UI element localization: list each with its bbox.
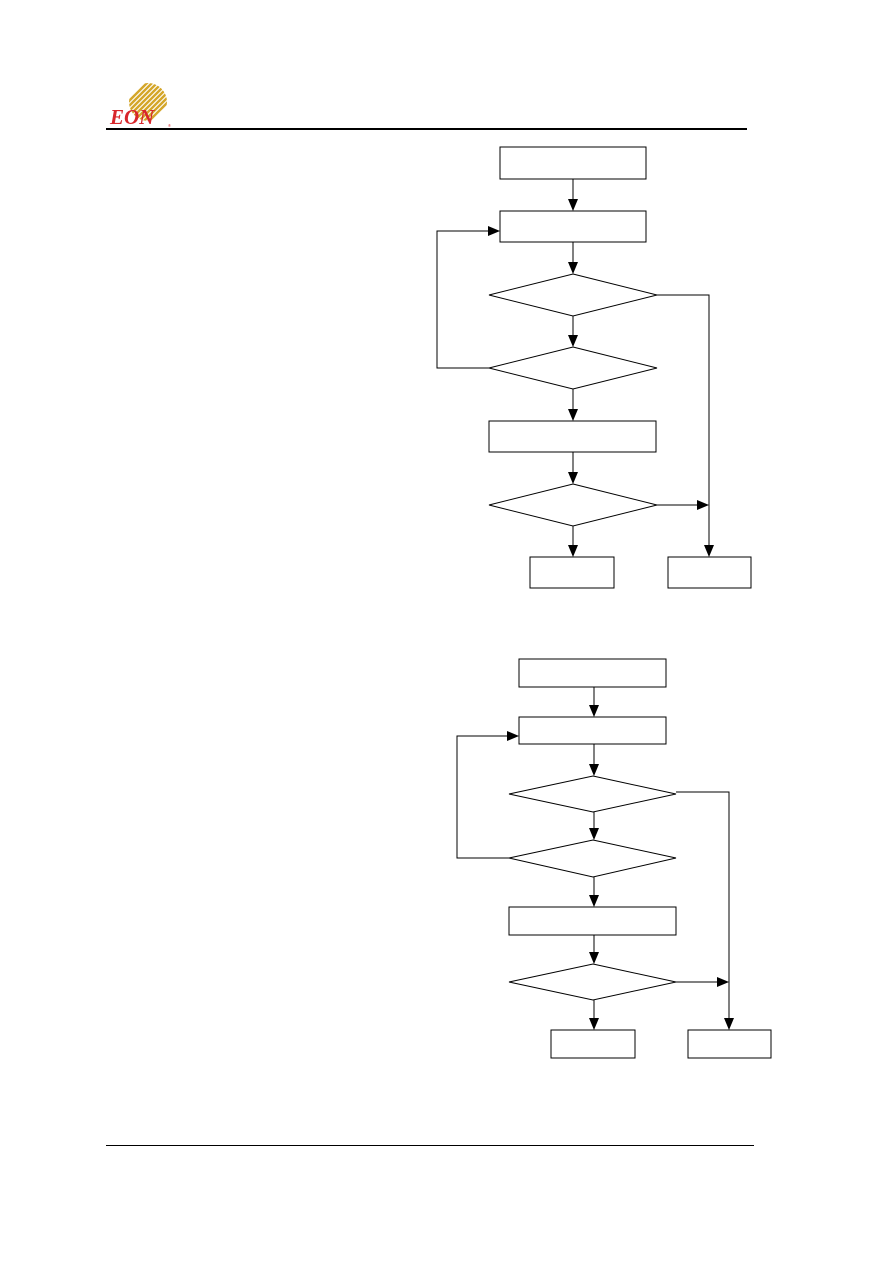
logo-registered-mark: ® — [168, 123, 171, 128]
flowchart-1-loop-back-arrow — [436, 226, 500, 369]
flowchart-1 — [436, 146, 752, 589]
flowchart-2-decision-2 — [508, 839, 677, 878]
flowchart-1-decision-2 — [488, 346, 658, 390]
flowchart-1-end-box-right — [667, 556, 752, 589]
flowchart-1-action-box — [488, 420, 657, 453]
footer-divider — [106, 1145, 754, 1146]
flowchart-2-process-box — [518, 716, 667, 745]
flowchart-2-loop-back-arrow — [456, 731, 519, 859]
header-divider — [106, 128, 747, 130]
flowchart-2-action-box — [508, 906, 677, 936]
logo-text: EON — [109, 105, 155, 128]
flowchart-1-process-box — [499, 210, 647, 243]
flowchart-1-decision-1 — [488, 273, 658, 317]
eon-logo: EON ® — [109, 83, 171, 128]
flowchart-1-end-box-left — [529, 556, 615, 589]
flowchart-2 — [456, 658, 772, 1059]
flowchart-1-decision-3 — [488, 483, 658, 527]
flowchart-1-start-box — [499, 146, 647, 180]
flowchart-2-end-box-right — [687, 1029, 772, 1059]
flowchart-2-decision-1 — [508, 775, 677, 813]
flowchart-2-decision-3 — [508, 963, 677, 1001]
flowchart-2-start-box — [518, 658, 667, 688]
flowchart-2-end-box-left — [550, 1029, 636, 1059]
flowchart-2-arrow-decision-1-to-end-right — [676, 791, 734, 1030]
flowchart-1-arrow-decision-1-to-end-right — [657, 294, 714, 557]
sun-icon — [129, 83, 167, 121]
